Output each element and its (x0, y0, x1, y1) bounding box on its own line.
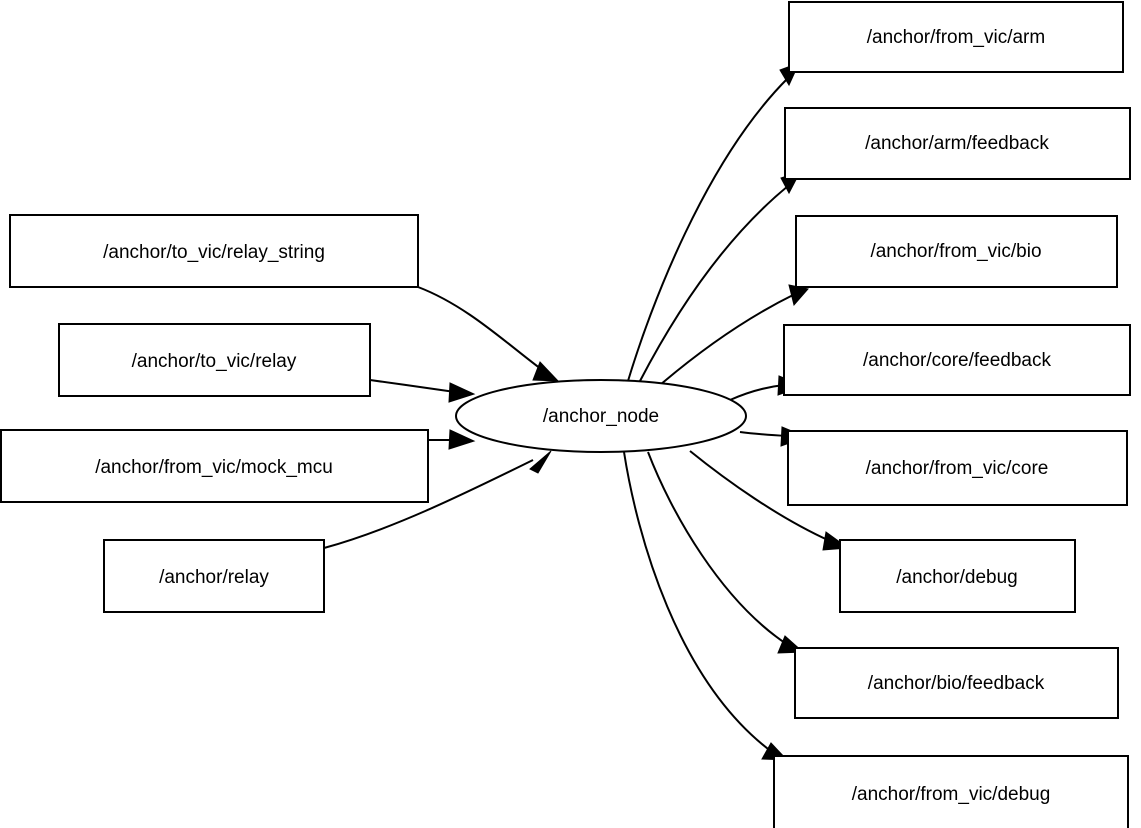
node-label-arm-feedback: /anchor/arm/feedback (865, 133, 1049, 154)
node-from-vic-mock-mcu[interactable]: /anchor/from_vic/mock_mcu (0, 429, 429, 503)
node-label-anchor-node: /anchor_node (543, 406, 659, 427)
node-label-to-vic-relay: /anchor/to_vic/relay (132, 351, 297, 372)
subscriber-nodes: /anchor/from_vic/arm /anchor/arm/feedbac… (773, 1, 1131, 828)
node-label-bio-feedback: /anchor/bio/feedback (868, 673, 1045, 694)
node-box[interactable] (784, 107, 1131, 180)
node-label-from-vic-debug: /anchor/from_vic/debug (852, 784, 1051, 805)
edge-group-incoming (323, 286, 560, 549)
edge-anchor-node-to-from-vic-bio (659, 284, 809, 386)
edge-from-vic-mock-mcu-to-anchor-node (428, 429, 476, 450)
node-to-vic-relay[interactable]: /anchor/to_vic/relay (58, 323, 371, 397)
edge-anchor-node-to-arm-feedback (639, 171, 802, 382)
node-box[interactable] (103, 539, 325, 613)
node-relay[interactable]: /anchor/relay (103, 539, 325, 613)
node-from-vic-core[interactable]: /anchor/from_vic/core (787, 430, 1128, 506)
node-label-from-vic-arm: /anchor/from_vic/arm (867, 27, 1045, 48)
edge-anchor-node-to-from-vic-arm (627, 62, 800, 382)
edge-relay-to-anchor-node (323, 450, 552, 549)
node-box[interactable] (787, 430, 1128, 506)
node-ellipse[interactable] (455, 379, 747, 453)
node-from-vic-debug[interactable]: /anchor/from_vic/debug (773, 755, 1129, 828)
node-to-vic-relay-string[interactable]: /anchor/to_vic/relay_string (9, 214, 419, 288)
node-core-feedback[interactable]: /anchor/core/feedback (783, 324, 1131, 396)
node-from-vic-bio[interactable]: /anchor/from_vic/bio (795, 215, 1118, 288)
node-debug[interactable]: /anchor/debug (839, 539, 1076, 613)
edge-to-vic-relay-to-anchor-node (369, 379, 476, 403)
edge-to-vic-relay-string-to-anchor-node (417, 286, 560, 382)
node-label-from-vic-bio: /anchor/from_vic/bio (870, 241, 1041, 262)
node-box[interactable] (773, 755, 1129, 828)
node-box[interactable] (795, 215, 1118, 288)
node-label-from-vic-mock-mcu: /anchor/from_vic/mock_mcu (95, 457, 333, 478)
node-label-core-feedback: /anchor/core/feedback (863, 350, 1052, 371)
node-label-from-vic-core: /anchor/from_vic/core (866, 458, 1049, 479)
node-label-debug: /anchor/debug (896, 567, 1018, 588)
node-from-vic-arm[interactable]: /anchor/from_vic/arm (788, 1, 1124, 73)
node-box[interactable] (788, 1, 1124, 73)
edge-anchor-node-to-bio-feedback (647, 451, 805, 654)
node-box[interactable] (794, 647, 1119, 719)
node-box[interactable] (9, 214, 419, 288)
node-anchor-node[interactable]: /anchor_node (455, 379, 747, 453)
node-arm-feedback[interactable]: /anchor/arm/feedback (784, 107, 1131, 180)
node-box[interactable] (839, 539, 1076, 613)
node-label-to-vic-relay-string: /anchor/to_vic/relay_string (103, 242, 325, 263)
node-box[interactable] (783, 324, 1131, 396)
node-box[interactable] (58, 323, 371, 397)
node-bio-feedback[interactable]: /anchor/bio/feedback (794, 647, 1119, 719)
publisher-nodes: /anchor/to_vic/relay_string /anchor/to_v… (0, 214, 429, 613)
node-label-relay: /anchor/relay (159, 567, 269, 588)
edge-anchor-node-to-from-vic-debug (623, 451, 789, 761)
node-box[interactable] (0, 429, 429, 503)
